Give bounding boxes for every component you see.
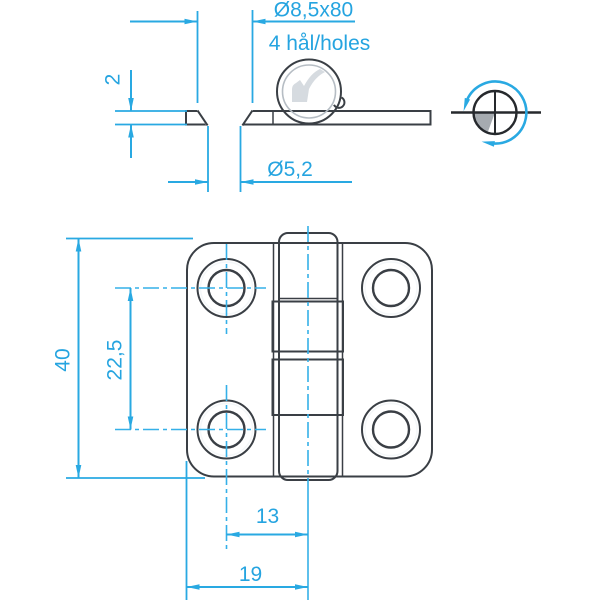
arrowhead [75,238,82,252]
side-view [185,58,432,127]
arrowhead [128,124,134,138]
countersink-hole [196,109,254,127]
arrowhead [463,97,471,112]
arrowhead [127,416,134,430]
dimension-label-thickness: 2 [102,74,125,86]
curl-hook-edge [333,96,346,109]
dimension-note-holes: 4 hål/holes [269,32,371,55]
dimension-label-hole-spacing: 22,5 [104,340,127,381]
hinge-body [186,242,433,478]
arrowhead [128,98,134,111]
arrowhead [184,18,198,25]
arrowhead [127,288,134,301]
knuckle-barrel-circle [276,58,342,125]
dimension-label-height: 40 [52,348,75,371]
countersink-chamfer-edges [196,109,254,126]
dimension-label-edge-to-pin: 19 [239,563,262,586]
arrowhead [186,584,200,590]
side-view-plate [185,110,432,126]
front-view-dimensions: 40 22,5 13 19 [52,237,308,600]
rotation-symbol-wedge [473,112,495,133]
arrowhead [240,179,254,185]
dimension-label-hole-pattern: Ø8,5x80 [274,0,353,22]
brand-watermark-icon [292,69,325,102]
rotation-symbol [451,80,541,147]
arrowhead [295,531,308,538]
knuckle-inner-circle [281,64,337,119]
arrowhead [481,141,495,147]
side-view-dimensions: Ø8,5x80 4 hål/holes 2 Ø5,2 [102,0,371,192]
arrowhead [75,465,82,478]
dimension-label-hole-diameter: Ø5,2 [267,158,313,181]
screw-hole-top-right [361,258,421,318]
arrowhead [252,18,266,25]
arrowhead [195,179,208,185]
arrowhead [226,531,240,538]
dimension-label-hole-to-pin: 13 [256,505,279,528]
rotation-arrow-icon [465,80,528,145]
front-view [115,226,433,600]
screw-hole-bottom-right [361,399,421,460]
arrowhead [295,584,308,590]
